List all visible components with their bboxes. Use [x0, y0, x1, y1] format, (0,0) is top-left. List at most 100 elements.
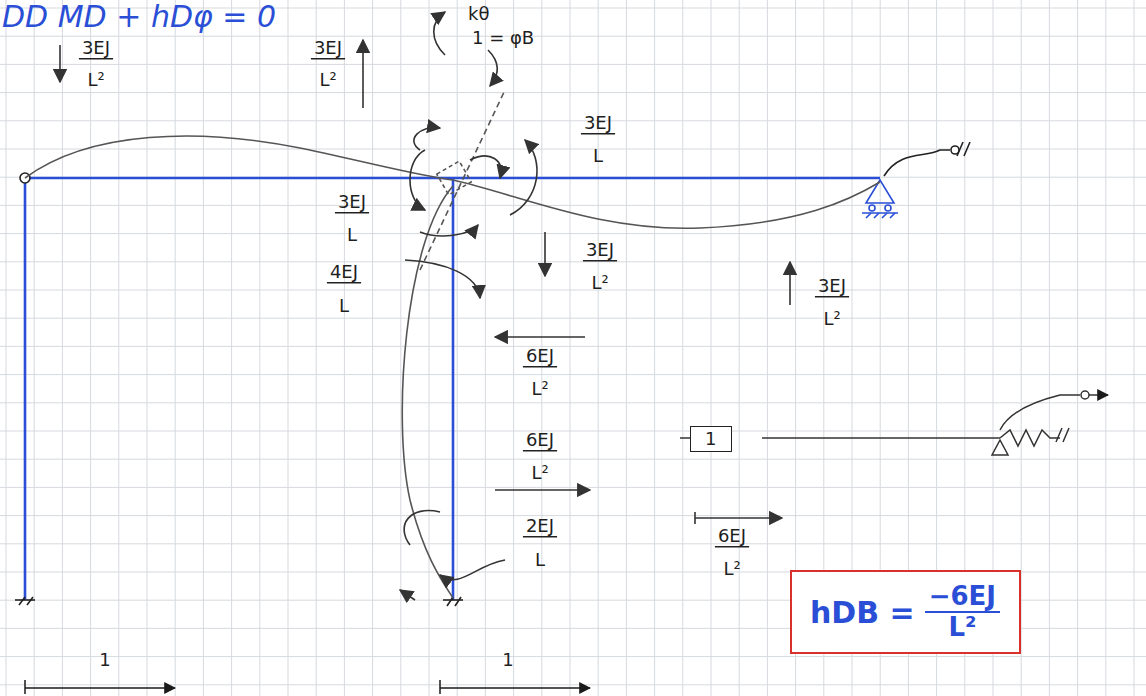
fraction-bar [583, 260, 617, 262]
fraction-bar [523, 536, 557, 538]
grid-line [711, 0, 712, 696]
grid-line [0, 656, 1146, 657]
force-value: 3EJ [818, 276, 846, 296]
supports [15, 142, 970, 606]
load-arrows [60, 12, 790, 600]
shear-value: L² [531, 379, 548, 399]
grid-line [0, 346, 1146, 347]
moment-value: 2EJ [526, 516, 554, 536]
grid-line [513, 0, 514, 696]
fraction-bar [79, 58, 113, 60]
dimension: 1 [502, 650, 513, 670]
grid-line [570, 0, 571, 696]
grid-line [316, 0, 317, 696]
grid-line [0, 515, 1146, 516]
moment-value: L [339, 296, 349, 316]
grid-line [90, 0, 91, 696]
grid-line [1105, 0, 1106, 696]
unit-block: 1 [690, 426, 732, 452]
fraction: −6EJL² [925, 582, 1000, 641]
fraction-bar [523, 366, 557, 368]
grid-line [259, 0, 260, 696]
result-label: hDB = [810, 596, 915, 629]
grid-line [203, 0, 204, 696]
moment-value: 4EJ [330, 262, 358, 282]
result-value: −6EJ [925, 582, 1000, 613]
grid-line [457, 0, 458, 696]
spring-sketch [680, 391, 1108, 455]
grid-line [1049, 0, 1050, 696]
grid-line [0, 402, 1146, 403]
grid-line [6, 0, 7, 696]
fraction-bar [327, 282, 361, 284]
grid-line [0, 177, 1146, 178]
moment-value: 3EJ [338, 192, 366, 212]
force-value: L² [823, 309, 840, 329]
grid-line [1134, 0, 1135, 696]
grid-line [0, 205, 1146, 206]
grid-line [0, 233, 1146, 234]
dimension: 1 [99, 650, 110, 670]
fraction-bar [311, 58, 345, 60]
grid-line [0, 64, 1146, 65]
fraction-bar [715, 546, 749, 548]
result-value: L² [944, 613, 980, 642]
grid-line [429, 0, 430, 696]
grid-line [1077, 0, 1078, 696]
fraction-bars [79, 59, 849, 547]
result-box: hDB = −6EJL² [790, 570, 1021, 654]
force-value: L² [319, 70, 336, 90]
force-value: 3EJ [314, 38, 342, 58]
moment-value: L [593, 146, 603, 166]
grid-line [0, 318, 1146, 319]
shear-value: L² [723, 559, 740, 579]
grid-line [0, 120, 1146, 121]
force-value: 3EJ [586, 240, 614, 260]
grid-line [0, 149, 1146, 150]
rotation-label: 1 = φB [472, 28, 534, 48]
force-value: 3EJ [82, 38, 110, 58]
shear-value: 6EJ [526, 430, 554, 450]
grid-line [0, 543, 1146, 544]
moment-value: 3EJ [584, 113, 612, 133]
fraction-bar [581, 133, 615, 135]
fraction-bar [523, 450, 557, 452]
grid-line [34, 0, 35, 696]
equation: DD MD + hDφ = 0 [2, 0, 276, 33]
grid-line [147, 0, 148, 696]
grid-line [0, 684, 1146, 685]
grid-line [485, 0, 486, 696]
grid-line [0, 36, 1146, 37]
grid-line [288, 0, 289, 696]
grid-line [0, 290, 1146, 291]
grid-line [598, 0, 599, 696]
shear-value: L² [531, 463, 548, 483]
moment-value: L [535, 550, 545, 570]
grid-line [626, 0, 627, 696]
grid-line [372, 0, 373, 696]
grid-line [0, 431, 1146, 432]
force-value: L² [87, 70, 104, 90]
grid-line [62, 0, 63, 696]
grid-line [0, 374, 1146, 375]
grid-line [739, 0, 740, 696]
fraction-bar [335, 212, 369, 214]
grid-line [0, 459, 1146, 460]
grid-line [118, 0, 119, 696]
grid-line [175, 0, 176, 696]
block-label: 1 [705, 429, 716, 449]
grid-line [767, 0, 768, 696]
frame-members [25, 178, 880, 600]
grid-line [0, 92, 1146, 93]
shear-value: 6EJ [718, 526, 746, 546]
grid-line [344, 0, 345, 696]
deflected-shape [25, 90, 880, 598]
spring-label: kθ [468, 4, 489, 24]
moment-value: L [347, 225, 357, 245]
grid-line [682, 0, 683, 696]
fraction-bar [815, 296, 849, 298]
grid-line [0, 261, 1146, 262]
grid-line [231, 0, 232, 696]
shear-value: 6EJ [526, 346, 554, 366]
